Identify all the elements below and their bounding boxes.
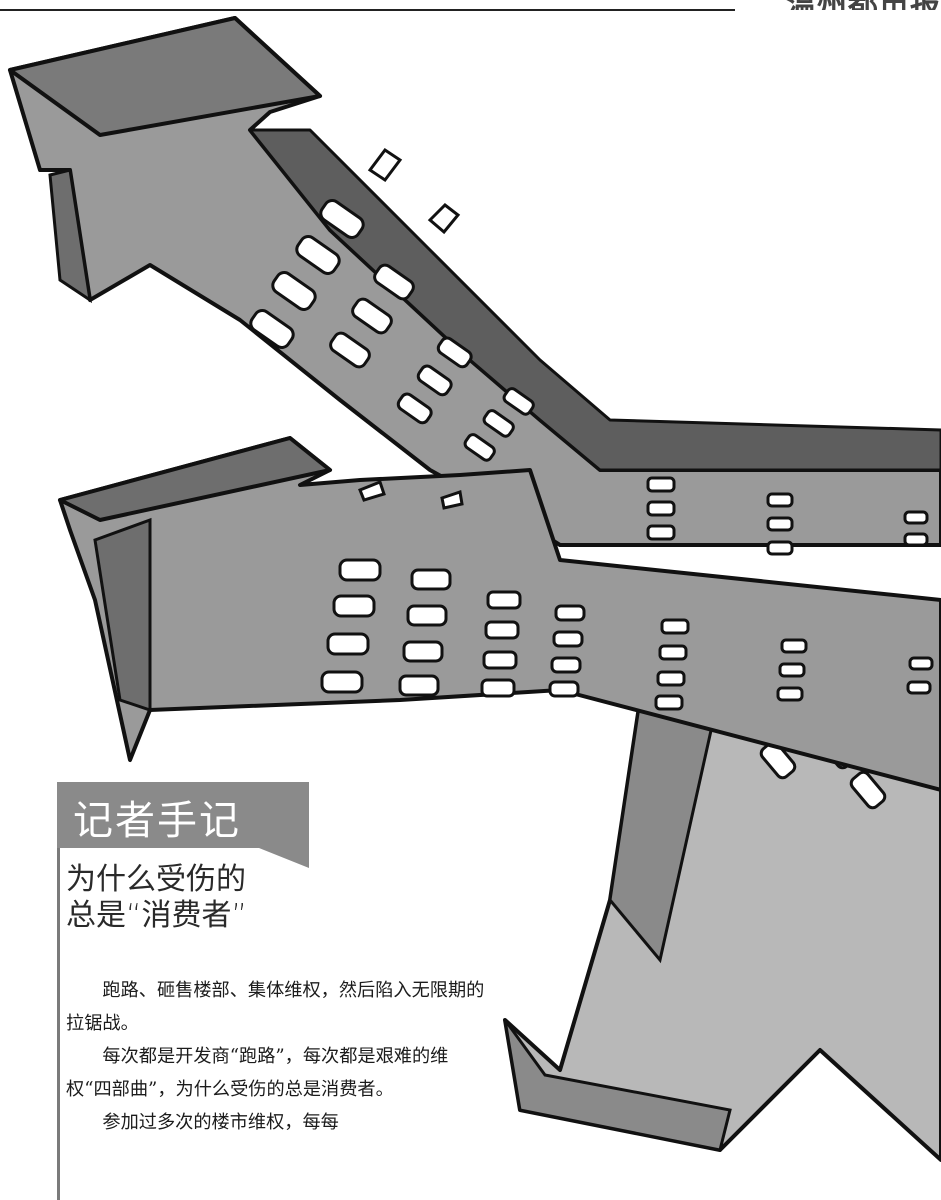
paragraph-2: 每次都是开发商“跑路”，每次都是艰难的维权“四部曲”，为什么受伤的总是消费者。 [66,1046,449,1100]
article-body: 跑路、砸售楼部、集体维权，然后陷入无限期的拉锯战。 每次都是开发商“跑路”，每次… [66,974,490,1139]
masthead-text: 温州都市报 [786,0,941,10]
sidebar-rule [57,848,60,1200]
section-label: 记者手记 [73,798,241,844]
paragraph-1: 跑路、砸售楼部、集体维权，然后陷入无限期的拉锯战。 [66,980,485,1034]
masthead-fragment: 温州都市报 [738,0,941,10]
article-subtitle: 为什么受伤的 总是“消费者” [66,862,366,934]
up-arrow-building [8,16,941,547]
middle-windows [320,480,934,711]
label-notch [254,846,309,868]
section-label-box: 记者手记 [57,782,309,848]
paragraph-3: 参加过多次的楼市维权，每每 [102,1112,339,1133]
top-rule [0,9,735,11]
left-arrow-building [58,436,941,792]
subtitle-line-1: 为什么受伤的 [66,862,246,897]
subtitle-line-2: 总是“消费者” [66,898,248,933]
upper-windows [249,147,929,556]
down-arrow-building [503,638,941,1162]
